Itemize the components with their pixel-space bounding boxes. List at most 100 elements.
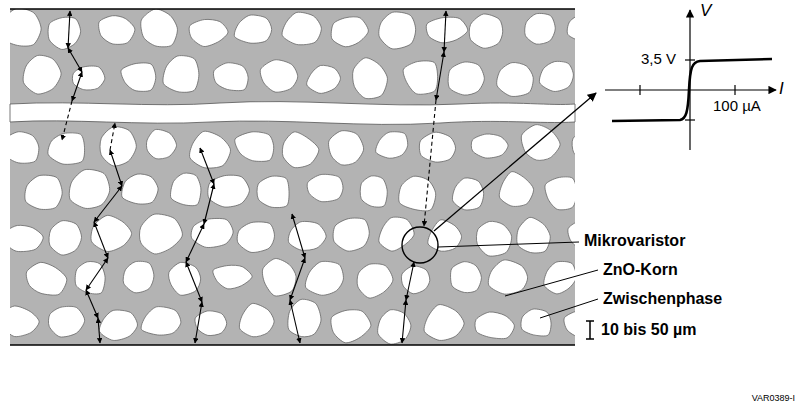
zno-grain <box>469 14 502 48</box>
current-arrow <box>186 224 204 262</box>
zno-grain <box>213 265 252 289</box>
zno-grain <box>333 218 369 251</box>
zno-grain <box>360 176 387 207</box>
zno-grain <box>426 17 467 43</box>
current-arrow <box>94 186 122 222</box>
leader-line <box>540 299 598 318</box>
current-arrow <box>94 222 108 258</box>
zno-grain <box>567 14 575 41</box>
electrode-line <box>10 8 575 10</box>
part-label: Zwischenphase <box>603 290 722 308</box>
zno-grain <box>379 217 414 251</box>
zno-grain <box>48 306 84 337</box>
zno-grain <box>10 9 41 46</box>
zno-grain <box>239 303 274 336</box>
zno-grain <box>49 221 82 255</box>
zno-grain <box>399 176 436 211</box>
current-paths <box>62 11 446 343</box>
leader-line <box>438 242 579 247</box>
axis-label: V <box>700 1 711 21</box>
zno-grain <box>499 172 533 207</box>
zno-grain <box>208 175 250 207</box>
voltage-value: 3,5 V <box>641 50 676 67</box>
current-arrow <box>195 302 202 343</box>
scale-bar <box>586 321 594 339</box>
zno-grain <box>23 55 61 94</box>
zno-grain <box>169 262 201 295</box>
zno-grain <box>190 131 231 168</box>
zno-grain <box>497 62 534 96</box>
zno-grain <box>419 132 455 162</box>
zno-grain <box>376 132 408 159</box>
current-arrow <box>86 258 108 290</box>
zno-grain <box>75 262 105 294</box>
zno-grain <box>237 222 274 253</box>
zno-grain <box>475 312 514 339</box>
zno-grain <box>564 310 575 337</box>
current-arrow <box>98 318 100 343</box>
zno-grain <box>26 262 67 295</box>
current-arrow <box>402 300 406 343</box>
zno-grain <box>525 13 556 44</box>
leader-line <box>505 270 598 296</box>
current-arrow <box>72 72 82 101</box>
zno-grain <box>521 125 560 161</box>
zno-grain <box>488 260 527 294</box>
zno-grain <box>234 15 271 43</box>
zno-grain <box>260 60 297 92</box>
zno-grain <box>476 221 511 256</box>
zno-grain <box>69 169 109 208</box>
part-label: Mikrovaristor <box>584 232 685 250</box>
current-arrow <box>62 101 72 140</box>
zno-grain <box>257 176 289 208</box>
current-value: 100 µA <box>713 97 761 114</box>
current-arrow <box>406 262 414 300</box>
current-arrow <box>186 262 202 302</box>
zno-grain <box>121 63 156 91</box>
current-arrow <box>200 148 214 184</box>
current-arrow <box>110 123 115 150</box>
zno-grain <box>123 261 154 293</box>
zno-grain <box>235 132 274 162</box>
tick <box>734 85 735 95</box>
zno-grain <box>331 17 368 47</box>
current-arrow <box>290 258 305 300</box>
zno-grain <box>329 131 364 165</box>
zno-grain <box>122 174 158 204</box>
zno-grain <box>191 218 233 247</box>
zno-grain <box>353 58 388 99</box>
zno-grain <box>545 177 575 210</box>
zno-grain <box>170 173 200 206</box>
current-arrow <box>436 52 444 100</box>
zno-grain <box>572 131 575 161</box>
zno-grain <box>424 305 464 341</box>
zno-grain <box>99 16 135 45</box>
axis-label: I <box>779 79 784 99</box>
i-axis <box>605 89 776 90</box>
zno-grain <box>403 61 437 94</box>
zno-grains <box>10 9 575 344</box>
tick <box>685 119 695 120</box>
iv-curve <box>612 59 772 121</box>
zno-grain <box>517 217 550 253</box>
zno-grain <box>48 17 81 49</box>
zno-grain <box>139 214 182 254</box>
zno-grain <box>99 310 137 340</box>
zno-grain <box>100 127 136 166</box>
current-arrow <box>292 214 305 258</box>
electrode-line <box>10 344 575 346</box>
zno-grain <box>357 264 393 298</box>
zno-grain <box>25 175 62 209</box>
current-arrow <box>444 11 446 52</box>
zno-grain <box>213 63 248 91</box>
gap-band <box>10 102 575 125</box>
tick <box>639 85 640 95</box>
zno-grain <box>282 132 318 168</box>
zno-grain <box>452 178 483 210</box>
zno-grain <box>288 299 321 337</box>
tick <box>685 59 695 60</box>
zno-grain <box>379 12 416 49</box>
microvaristor-circle <box>402 227 438 263</box>
current-arrow <box>86 290 98 318</box>
